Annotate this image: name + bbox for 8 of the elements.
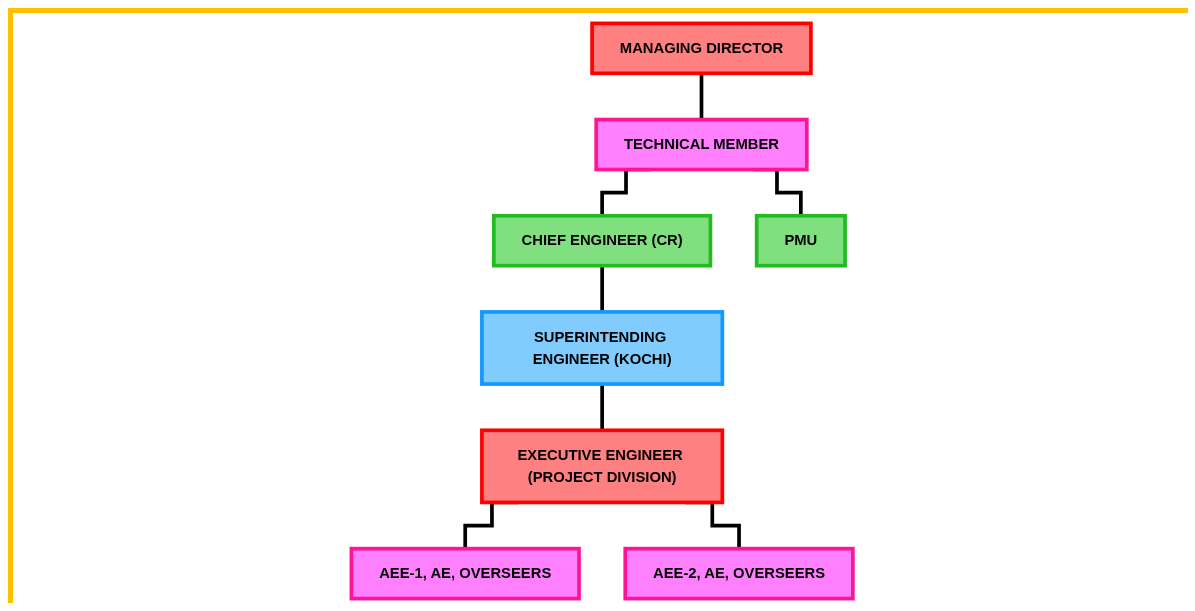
node-box: TECHNICAL MEMBER [594,117,809,172]
node-box: PMU [755,213,848,268]
node-box: EXECUTIVE ENGINEER (PROJECT DIVISION) [480,428,725,505]
node-box: CHIEF ENGINEER (CR) [492,213,713,268]
node-box: AEE-1, AE, OVERSEERS [349,546,582,601]
node-box: AEE-2, AE, OVERSEERS [623,546,856,601]
node-box: MANAGING DIRECTOR [590,21,814,76]
node-box: SUPERINTENDING ENGINEER (KOCHI) [480,310,725,386]
